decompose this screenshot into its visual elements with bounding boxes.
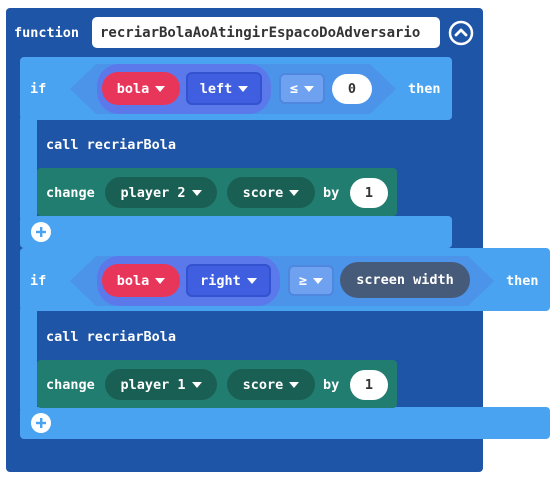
chevron-down-icon: [304, 85, 315, 92]
if-block-1-spine: [20, 118, 37, 218]
stat-dropdown[interactable]: score: [227, 369, 315, 400]
add-branch-button[interactable]: [31, 413, 51, 433]
chevron-down-icon: [191, 189, 202, 196]
then-keyword: then: [506, 273, 539, 289]
chevron-up-icon: [448, 20, 474, 46]
if-block-1-footer: [20, 216, 452, 248]
call-label: call recriarBola: [46, 329, 177, 345]
chevron-down-icon: [238, 85, 249, 92]
function-name-field[interactable]: recriarBolaAoAtingirEspacoDoAdversario: [92, 17, 440, 48]
add-branch-button[interactable]: [31, 222, 51, 242]
chevron-down-icon: [191, 381, 202, 388]
chevron-down-icon: [155, 277, 166, 284]
player-dropdown[interactable]: player 2: [105, 177, 217, 208]
by-label: by: [323, 377, 340, 393]
chevron-down-icon: [246, 277, 257, 284]
collapse-button[interactable]: [447, 19, 475, 47]
player-dropdown[interactable]: player 1: [105, 369, 217, 400]
plus-icon: [36, 227, 46, 237]
property-dropdown[interactable]: right: [186, 264, 271, 297]
if-keyword: if: [30, 81, 47, 97]
function-keyword: function: [14, 25, 80, 41]
chevron-down-icon: [289, 381, 300, 388]
then-keyword: then: [408, 81, 441, 97]
chevron-down-icon: [155, 85, 166, 92]
call-recriarBola-block[interactable]: [37, 121, 194, 169]
sprite-dropdown[interactable]: bola: [102, 72, 180, 105]
property-dropdown[interactable]: left: [186, 72, 262, 105]
by-value-input[interactable]: 1: [350, 178, 388, 208]
screen-width-block[interactable]: screen width: [340, 262, 470, 298]
operator-dropdown[interactable]: ≤: [279, 73, 325, 104]
stat-dropdown[interactable]: score: [227, 177, 315, 208]
compare-value-input[interactable]: 0: [332, 74, 372, 104]
if-block-2-footer: [20, 407, 550, 439]
call-recriarBola-block[interactable]: [37, 313, 194, 361]
change-score-block[interactable]: [37, 360, 397, 408]
change-score-block[interactable]: [37, 168, 397, 216]
by-value-input[interactable]: 1: [350, 370, 388, 400]
chevron-down-icon: [313, 277, 324, 284]
by-label: by: [323, 185, 340, 201]
call-label: call recriarBola: [46, 137, 177, 153]
change-label: change: [46, 377, 95, 393]
if-keyword: if: [30, 273, 47, 289]
operator-dropdown[interactable]: ≥: [288, 265, 334, 296]
if-block-2-spine: [20, 309, 37, 409]
change-label: change: [46, 185, 95, 201]
chevron-down-icon: [289, 189, 300, 196]
plus-icon: [36, 418, 46, 428]
sprite-dropdown[interactable]: bola: [102, 264, 180, 297]
